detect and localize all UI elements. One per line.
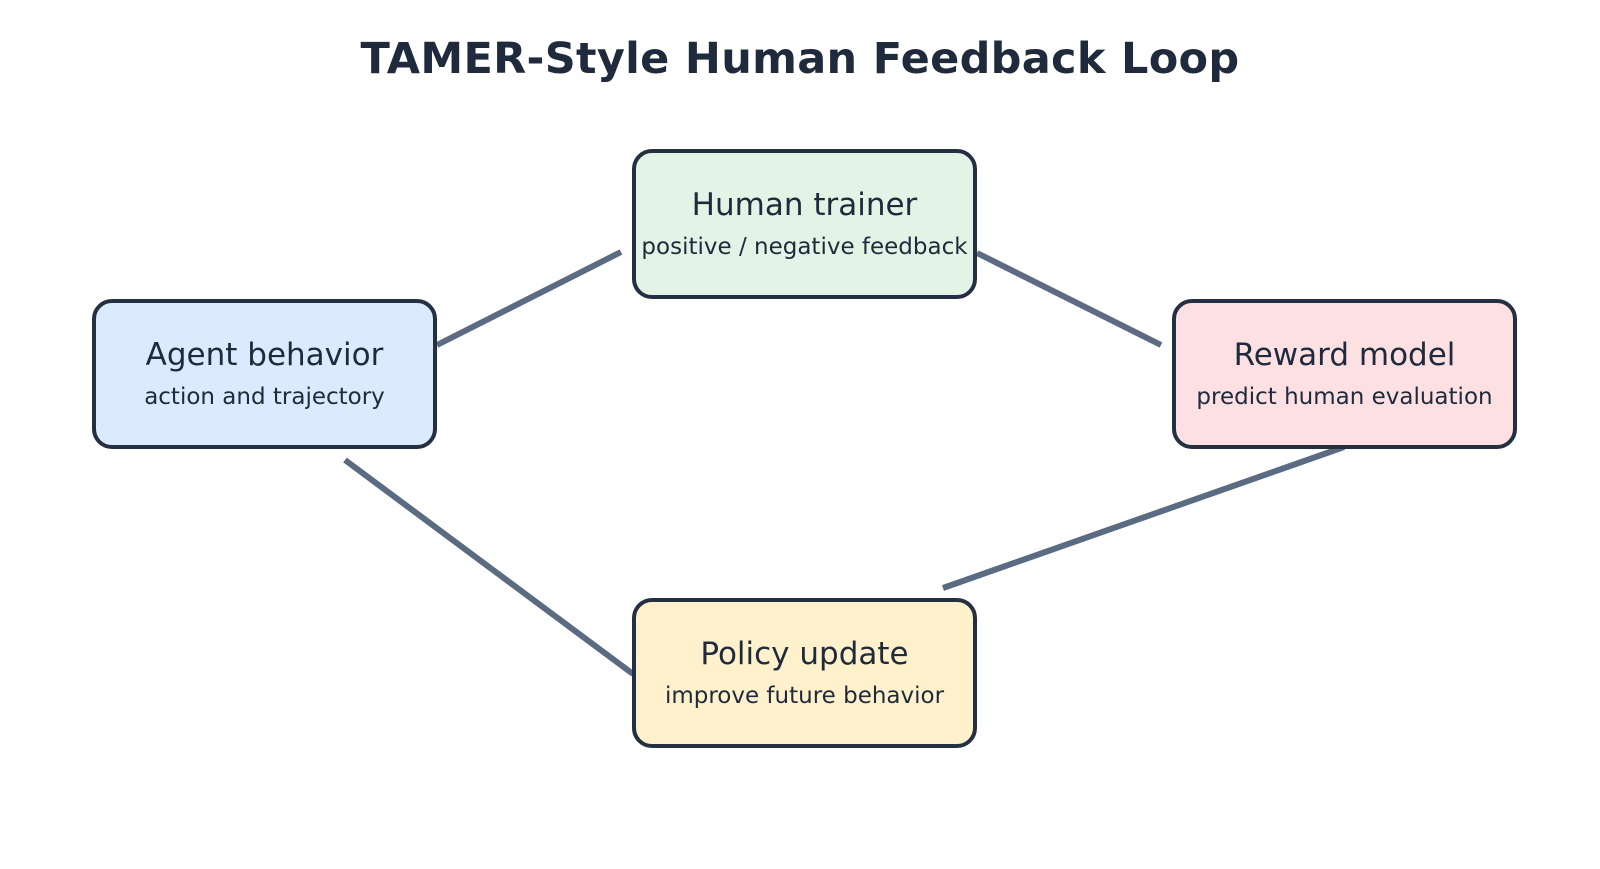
node-label: Human trainer [691,187,918,223]
connector-agent-trainer [435,249,623,348]
node-label: Reward model [1233,337,1456,373]
node-human-trainer: Human trainer positive / negative feedba… [632,149,977,299]
node-sublabel: improve future behavior [664,683,945,709]
connector-reward-policy [942,444,1345,591]
node-sublabel: action and trajectory [144,384,385,410]
connector-trainer-reward [975,250,1163,348]
node-policy-update: Policy update improve future behavior [632,598,977,748]
node-reward-model: Reward model predict human evaluation [1172,299,1517,449]
diagram-title: TAMER-Style Human Feedback Loop [360,34,1240,84]
node-label: Policy update [700,636,909,672]
node-agent-behavior: Agent behavior action and trajectory [92,299,437,449]
connector-policy-agent [343,457,635,677]
node-label: Agent behavior [145,337,384,373]
node-sublabel: positive / negative feedback [641,234,968,260]
node-sublabel: predict human evaluation [1196,384,1493,410]
